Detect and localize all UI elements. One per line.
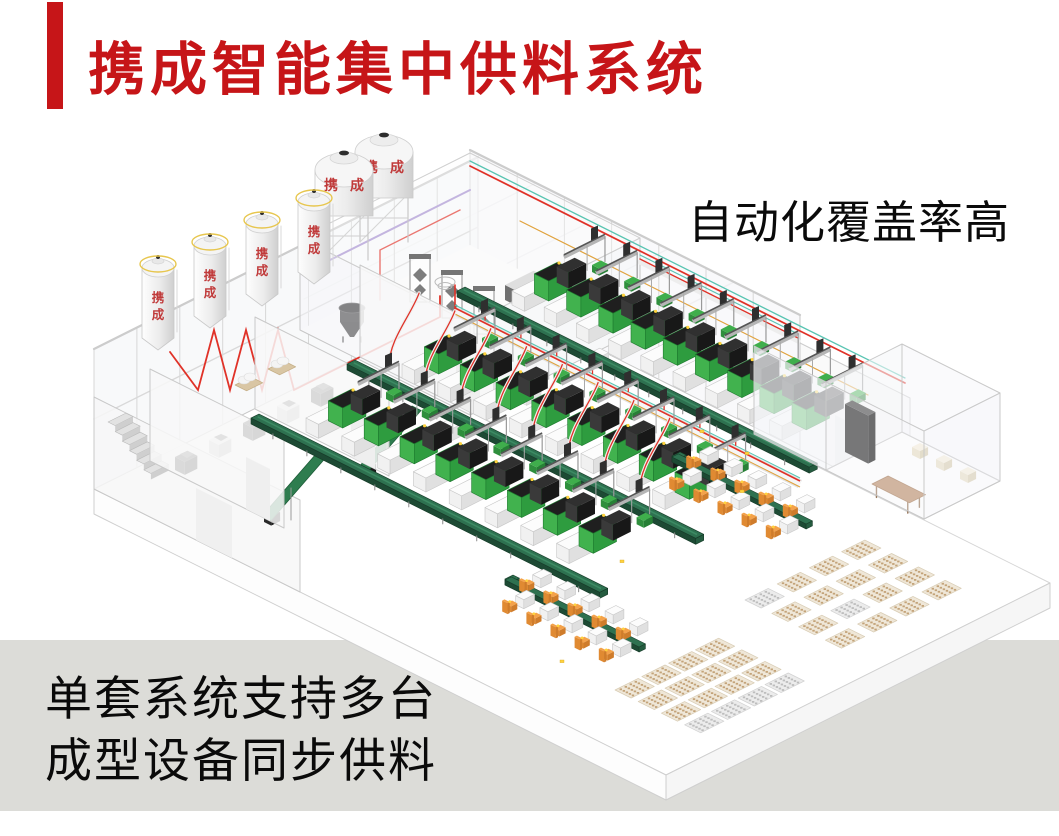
svg-text:携: 携 xyxy=(308,224,321,239)
office-room xyxy=(753,343,1001,520)
svg-text:携: 携 xyxy=(324,177,338,193)
svg-text:成: 成 xyxy=(256,263,269,278)
title-accent-bar xyxy=(47,2,63,109)
svg-text:成: 成 xyxy=(390,159,404,175)
annotation-automation: 自动化覆盖率高 xyxy=(688,197,1011,248)
svg-text:携: 携 xyxy=(204,268,217,283)
svg-text:成: 成 xyxy=(204,285,217,300)
pallet-stacks xyxy=(614,539,962,734)
svg-text:成: 成 xyxy=(152,307,165,322)
svg-text:成: 成 xyxy=(308,241,321,256)
page-title: 携成智能集中供料系统 xyxy=(88,38,708,102)
molding-machine-row-mid-lower xyxy=(250,291,672,599)
svg-text:携: 携 xyxy=(152,290,165,305)
annotation-line2: 成型设备同步供料 xyxy=(45,734,437,787)
annotation-line1: 单套系统支持多台 xyxy=(45,672,437,725)
svg-text:成: 成 xyxy=(350,177,364,193)
conveyor-parts xyxy=(559,429,750,663)
annotation-multi-machine: 单套系统支持多台 成型设备同步供料 xyxy=(45,668,437,792)
svg-text:携: 携 xyxy=(256,246,269,261)
packing-stations xyxy=(502,445,816,663)
